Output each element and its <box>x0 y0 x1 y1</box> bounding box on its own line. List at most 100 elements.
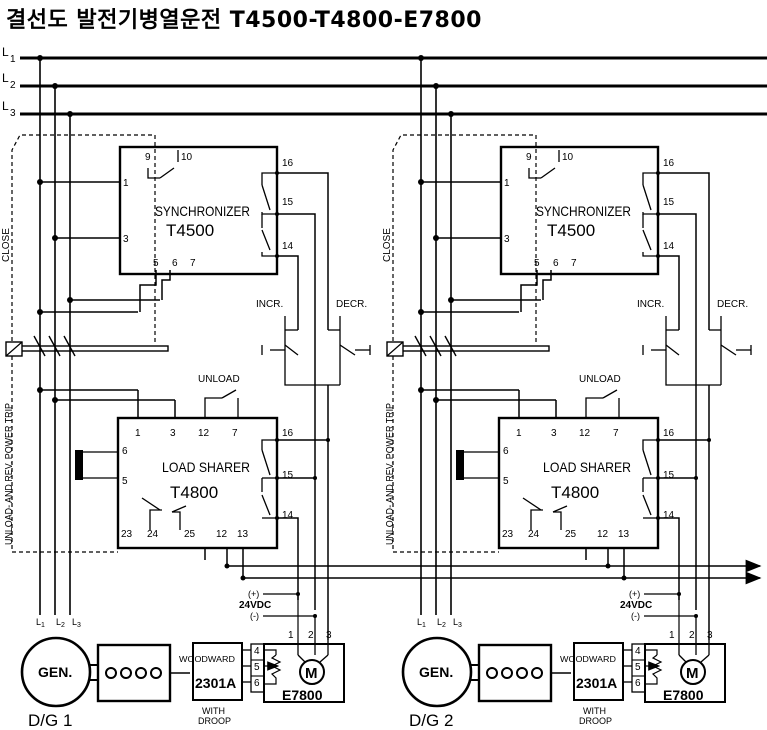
gen-term-sub-1: 1 <box>422 622 426 629</box>
vdc-plus: (+) <box>248 589 259 599</box>
ls-term-15: 15 <box>282 470 294 481</box>
gov-term-4: 4 <box>635 646 641 657</box>
engine-box <box>477 643 553 703</box>
sync-term-16: 16 <box>282 158 294 169</box>
ls-term-3: 3 <box>551 428 557 439</box>
vdc-label: 24VDC <box>239 600 271 611</box>
decr-label: DECR. <box>336 299 367 310</box>
sync-term-1: 1 <box>504 178 510 189</box>
ls-term-25: 25 <box>184 529 196 540</box>
actuator-box <box>644 643 726 703</box>
gov-term-5: 5 <box>635 662 641 673</box>
sync-term-1: 1 <box>123 178 129 189</box>
ls-term-25: 25 <box>565 529 577 540</box>
ls-term-24: 24 <box>528 529 540 540</box>
gov-term-5: 5 <box>254 662 260 673</box>
sync-term-6: 6 <box>172 258 178 269</box>
governor-box <box>573 642 624 701</box>
ls-term-13: 13 <box>618 529 630 540</box>
sync-term-7: 7 <box>571 258 577 269</box>
load-sharer-name: LOAD SHARER <box>162 459 250 475</box>
ls-term-12b: 12 <box>597 529 609 540</box>
ls-term-3: 3 <box>170 428 176 439</box>
ls-term-15: 15 <box>663 470 675 481</box>
bus-sub-2: 2 <box>10 80 16 91</box>
gov-term-6: 6 <box>635 678 641 689</box>
sync-term-9: 9 <box>526 152 532 163</box>
ls-term-23: 23 <box>502 529 514 540</box>
unload-label: UNLOAD <box>198 374 240 385</box>
gen-term-sub-2: 2 <box>61 622 65 629</box>
load-sharer-box <box>116 416 279 550</box>
ls-term-5: 5 <box>122 476 128 487</box>
ls-term-12: 12 <box>579 428 591 439</box>
sync-term-14: 14 <box>663 241 675 252</box>
sync-term-9: 9 <box>145 152 151 163</box>
vdc-minus: (-) <box>631 611 640 621</box>
ls-term-16: 16 <box>663 428 675 439</box>
trip-label: UNLOAD- AND REV. POWER TRIP <box>385 403 396 545</box>
gen-term-3: L <box>453 617 458 627</box>
ls-term-12: 12 <box>198 428 210 439</box>
sync-term-7: 7 <box>190 258 196 269</box>
actuator-box <box>263 643 345 703</box>
sync-term-6: 6 <box>553 258 559 269</box>
paralleling-lines <box>227 559 762 585</box>
generator-circle <box>20 636 92 708</box>
gen-term-1: L <box>36 617 41 627</box>
gen-term-sub-1: 1 <box>41 622 45 629</box>
generator-circle <box>401 636 473 708</box>
actuator-motor-label: M <box>686 665 699 682</box>
gov-term-4: 4 <box>254 646 260 657</box>
gen-term-2: L <box>56 617 61 627</box>
gen-term-3: L <box>72 617 77 627</box>
load-sharer-box <box>497 416 660 550</box>
gen-term-1: L <box>417 617 422 627</box>
ls-term-1: 1 <box>135 428 141 439</box>
ls-term-7: 7 <box>613 428 619 439</box>
ls-term-24: 24 <box>147 529 159 540</box>
sync-term-5: 5 <box>534 258 540 269</box>
gen-term-sub-3: 3 <box>458 622 462 629</box>
actuator-model: E7800 <box>663 687 704 703</box>
decr-label: DECR. <box>717 299 748 310</box>
governor-box <box>192 642 243 701</box>
actuator-motor-label: M <box>305 665 318 682</box>
governor-model: 2301A <box>195 675 236 691</box>
ls-term-7: 7 <box>232 428 238 439</box>
act-term-2: 2 <box>308 630 314 641</box>
governor-note-with: WITH <box>202 706 225 716</box>
bus-labels: L 1 L 2 L 3 <box>2 45 16 119</box>
synchronizer-model: T4500 <box>547 221 595 240</box>
gen-term-sub-3: 3 <box>77 622 81 629</box>
generator-label: GEN. <box>38 664 72 680</box>
bus-sub-3: 3 <box>10 108 16 119</box>
synchronizer-box <box>499 145 660 276</box>
unit-label: D/G 1 <box>28 711 72 730</box>
gov-term-6: 6 <box>254 678 260 689</box>
ls-term-6: 6 <box>503 446 509 457</box>
ls-term-23: 23 <box>121 529 133 540</box>
act-term-1: 1 <box>288 630 294 641</box>
sync-term-10: 10 <box>181 152 193 163</box>
vdc-minus: (-) <box>250 611 259 621</box>
sync-term-10: 10 <box>562 152 574 163</box>
act-term-3: 3 <box>707 630 713 641</box>
close-label: CLOSE <box>382 228 393 262</box>
load-sharer-name: LOAD SHARER <box>543 459 631 475</box>
incr-label: INCR. <box>256 299 283 310</box>
incr-label: INCR. <box>637 299 664 310</box>
bus-label-1: L <box>2 45 9 59</box>
ls-term-1: 1 <box>516 428 522 439</box>
ls-term-6: 6 <box>122 446 128 457</box>
gen-term-2: L <box>437 617 442 627</box>
sync-term-14: 14 <box>282 241 294 252</box>
sync-term-15: 15 <box>663 197 675 208</box>
ls-term-14: 14 <box>282 510 294 521</box>
close-label: CLOSE <box>1 228 12 262</box>
act-term-1: 1 <box>669 630 675 641</box>
governor-model: 2301A <box>576 675 617 691</box>
synchronizer-name: SYNCHRONIZER <box>155 203 250 219</box>
